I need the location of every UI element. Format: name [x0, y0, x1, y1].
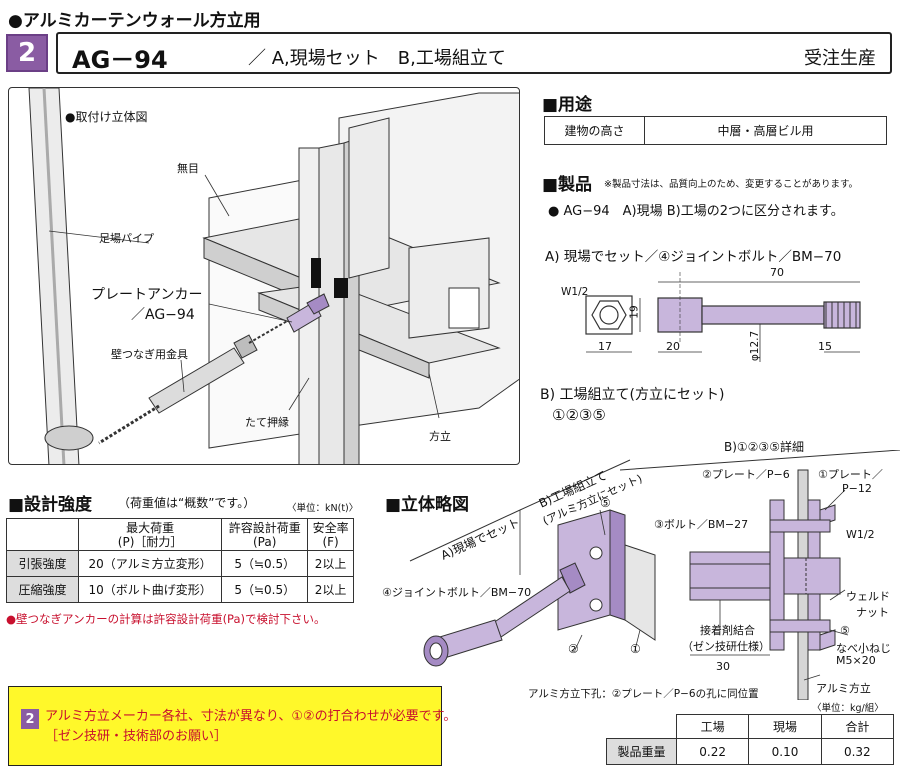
dim-20: 20 — [666, 340, 680, 353]
detail-nut2: ナット — [856, 606, 889, 619]
label-anchor-model: ／AG−94 — [131, 307, 195, 323]
part-b-parts: ①②③⑤ — [552, 406, 606, 424]
use-value: 中層・高層ビル用 — [644, 116, 887, 145]
row-label: 引張強度 — [6, 550, 79, 577]
use-table: 建物の高さ 中層・高層ビル用 — [544, 116, 887, 145]
detail-plate2: ②プレート／P−6 — [702, 468, 790, 481]
label-mullion: 方立 — [429, 430, 451, 443]
dim-length: 70 — [770, 266, 784, 279]
strength-header-safety: 安全率(F) — [307, 518, 354, 551]
detail-plate1: ①プレート／ — [818, 468, 883, 481]
product-desc: ● AG−94 A)現場 B)工場の2つに区分されます。 — [548, 204, 844, 219]
strength-title: ■設計強度 — [8, 495, 93, 515]
cell-safety: 2以上 — [307, 550, 354, 577]
model-name: AG－94 — [72, 46, 168, 74]
strength-unit: 〈単位：kN(t)〉 — [287, 503, 359, 514]
weight-total: 0.32 — [820, 738, 895, 765]
weight-row-label: 製品重量 — [606, 738, 677, 765]
dim-w: W1/2 — [561, 286, 589, 298]
joint-bolt-drawing — [585, 272, 861, 362]
section-number: 2 — [6, 34, 48, 72]
strength-table: 最大荷重(P)［耐力］ 許容設計荷重(Pa) 安全率(F) 引張強度 20（アル… — [6, 518, 354, 603]
label-anchor: プレートアンカー — [91, 287, 203, 303]
detail-screw1: なべ小ねじ — [836, 642, 891, 655]
weight-unit: 〈単位：kg/組〉 — [812, 703, 884, 714]
detail-nut1: ウェルド — [846, 590, 890, 603]
label-pipe: 足場パイプ — [99, 232, 154, 245]
detail-title: B)①②③⑤詳細 — [724, 440, 804, 454]
table-row: 引張強度 20（アルミ方立変形） 5（≒0.5） 2以上 — [6, 550, 354, 577]
weight-factory: 0.22 — [675, 738, 750, 765]
cell-max: 10（ボルト曲げ変形） — [77, 576, 223, 603]
sketch-part2: ② — [568, 642, 579, 656]
strength-header-allow: 許容設計荷重(Pa) — [221, 518, 309, 551]
notice-box: 2 アルミ方立メーカー各社、寸法が異なり、①②の打合わせが必要です。 ［ゼン技研… — [8, 686, 456, 766]
sketch-bolt-label: ④ジョイントボルト／BM−70 — [382, 586, 532, 599]
detail-screw5: ⑤ — [840, 624, 850, 637]
detail-drawing — [620, 450, 900, 700]
detail-adhesive2: （ゼン技研仕様） — [682, 640, 770, 653]
weight-site: 0.10 — [748, 738, 822, 765]
header-bar: 2 AG－94 ／ A,現場セット B,工場組立て 受注生産 — [6, 32, 894, 74]
label-mullion-top: 無目 — [177, 162, 199, 175]
installation-drawing — [28, 88, 519, 464]
detail-screw2: M5×20 — [836, 654, 876, 667]
cell-allow: 5（≒0.5） — [221, 576, 309, 603]
detail-mullion: アルミ方立 — [816, 682, 871, 695]
strength-header-max: 最大荷重(P)［耐力］ — [77, 518, 223, 551]
notice-number: 2 — [21, 709, 39, 729]
label-cover: たて押縁 — [245, 416, 289, 429]
product-title: ■製品 — [542, 175, 593, 195]
cell-safety: 2以上 — [307, 576, 354, 603]
table-row: 製品重量 0.22 0.10 0.32 — [606, 738, 895, 765]
weight-table: 工場 現場 合計 製品重量 0.22 0.10 0.32 — [606, 714, 895, 765]
part-b-title: B) 工場組立て(方立にセット) — [540, 387, 725, 403]
sketch-drawing — [409, 459, 656, 667]
detail-w: W1/2 — [846, 528, 875, 541]
label-fitting: 壁つなぎ用金具 — [111, 348, 188, 361]
installation-illustration: ●取付け立体図 無目 足場パイプ プレートアンカー ／AG−94 壁つなぎ用金具… — [8, 87, 520, 465]
strength-header-blank — [6, 518, 79, 551]
detail-hole: アルミ方立下孔：②プレート／P−6の孔に同位置 — [528, 688, 759, 700]
illustration-title: ●取付け立体図 — [65, 110, 148, 124]
sketch-title: ■立体略図 — [385, 495, 470, 515]
sketch-part5: ⑤ — [600, 496, 611, 510]
detail-bolt3: ③ボルト／BM−27 — [654, 518, 749, 531]
dim-phi: φ12.7 — [749, 330, 762, 362]
weight-header-factory: 工場 — [675, 714, 750, 739]
dim-15: 15 — [818, 340, 832, 353]
cell-allow: 5（≒0.5） — [221, 550, 309, 577]
strength-note: ●壁つなぎアンカーの計算は許容設計荷重(Pa)で検討下さい。 — [6, 612, 326, 626]
use-title: ■用途 — [542, 95, 593, 115]
weight-header-site: 現場 — [748, 714, 822, 739]
detail-adhesive1: 接着剤結合 — [700, 624, 755, 637]
table-row: 圧縮強度 10（ボルト曲げ変形） 5（≒0.5） 2以上 — [6, 576, 354, 603]
detail-dim30: 30 — [716, 660, 730, 673]
category-title: ●アルミカーテンウォール方立用 — [8, 11, 261, 31]
sketch-part1: ① — [630, 642, 641, 656]
cell-max: 20（アルミ方立変形） — [77, 550, 223, 577]
weight-header-total: 合計 — [820, 714, 895, 739]
row-label: 圧縮強度 — [6, 576, 79, 603]
part-a-title: A) 現場でセット／④ジョイントボルト／BM−70 — [545, 249, 842, 265]
detail-plate1-model: P−12 — [842, 482, 872, 495]
notice-line2: ［ゼン技研・技術部のお願い］ — [45, 729, 228, 744]
order-label: 受注生産 — [804, 48, 876, 69]
dim-17: 17 — [598, 340, 612, 353]
model-box: AG－94 ／ A,現場セット B,工場組立て 受注生産 — [56, 32, 892, 74]
model-subtitle: ／ A,現場セット B,工場組立て — [248, 48, 506, 69]
product-note: ※製品寸法は、品質向上のため、変更することがあります。 — [604, 179, 859, 190]
use-label: 建物の高さ — [544, 116, 645, 145]
strength-subtitle: （荷重値は“概数”です。） — [118, 496, 256, 510]
dim-height: 19 — [628, 305, 641, 319]
notice-line1: アルミ方立メーカー各社、寸法が異なり、①②の打合わせが必要です。 — [45, 709, 457, 724]
